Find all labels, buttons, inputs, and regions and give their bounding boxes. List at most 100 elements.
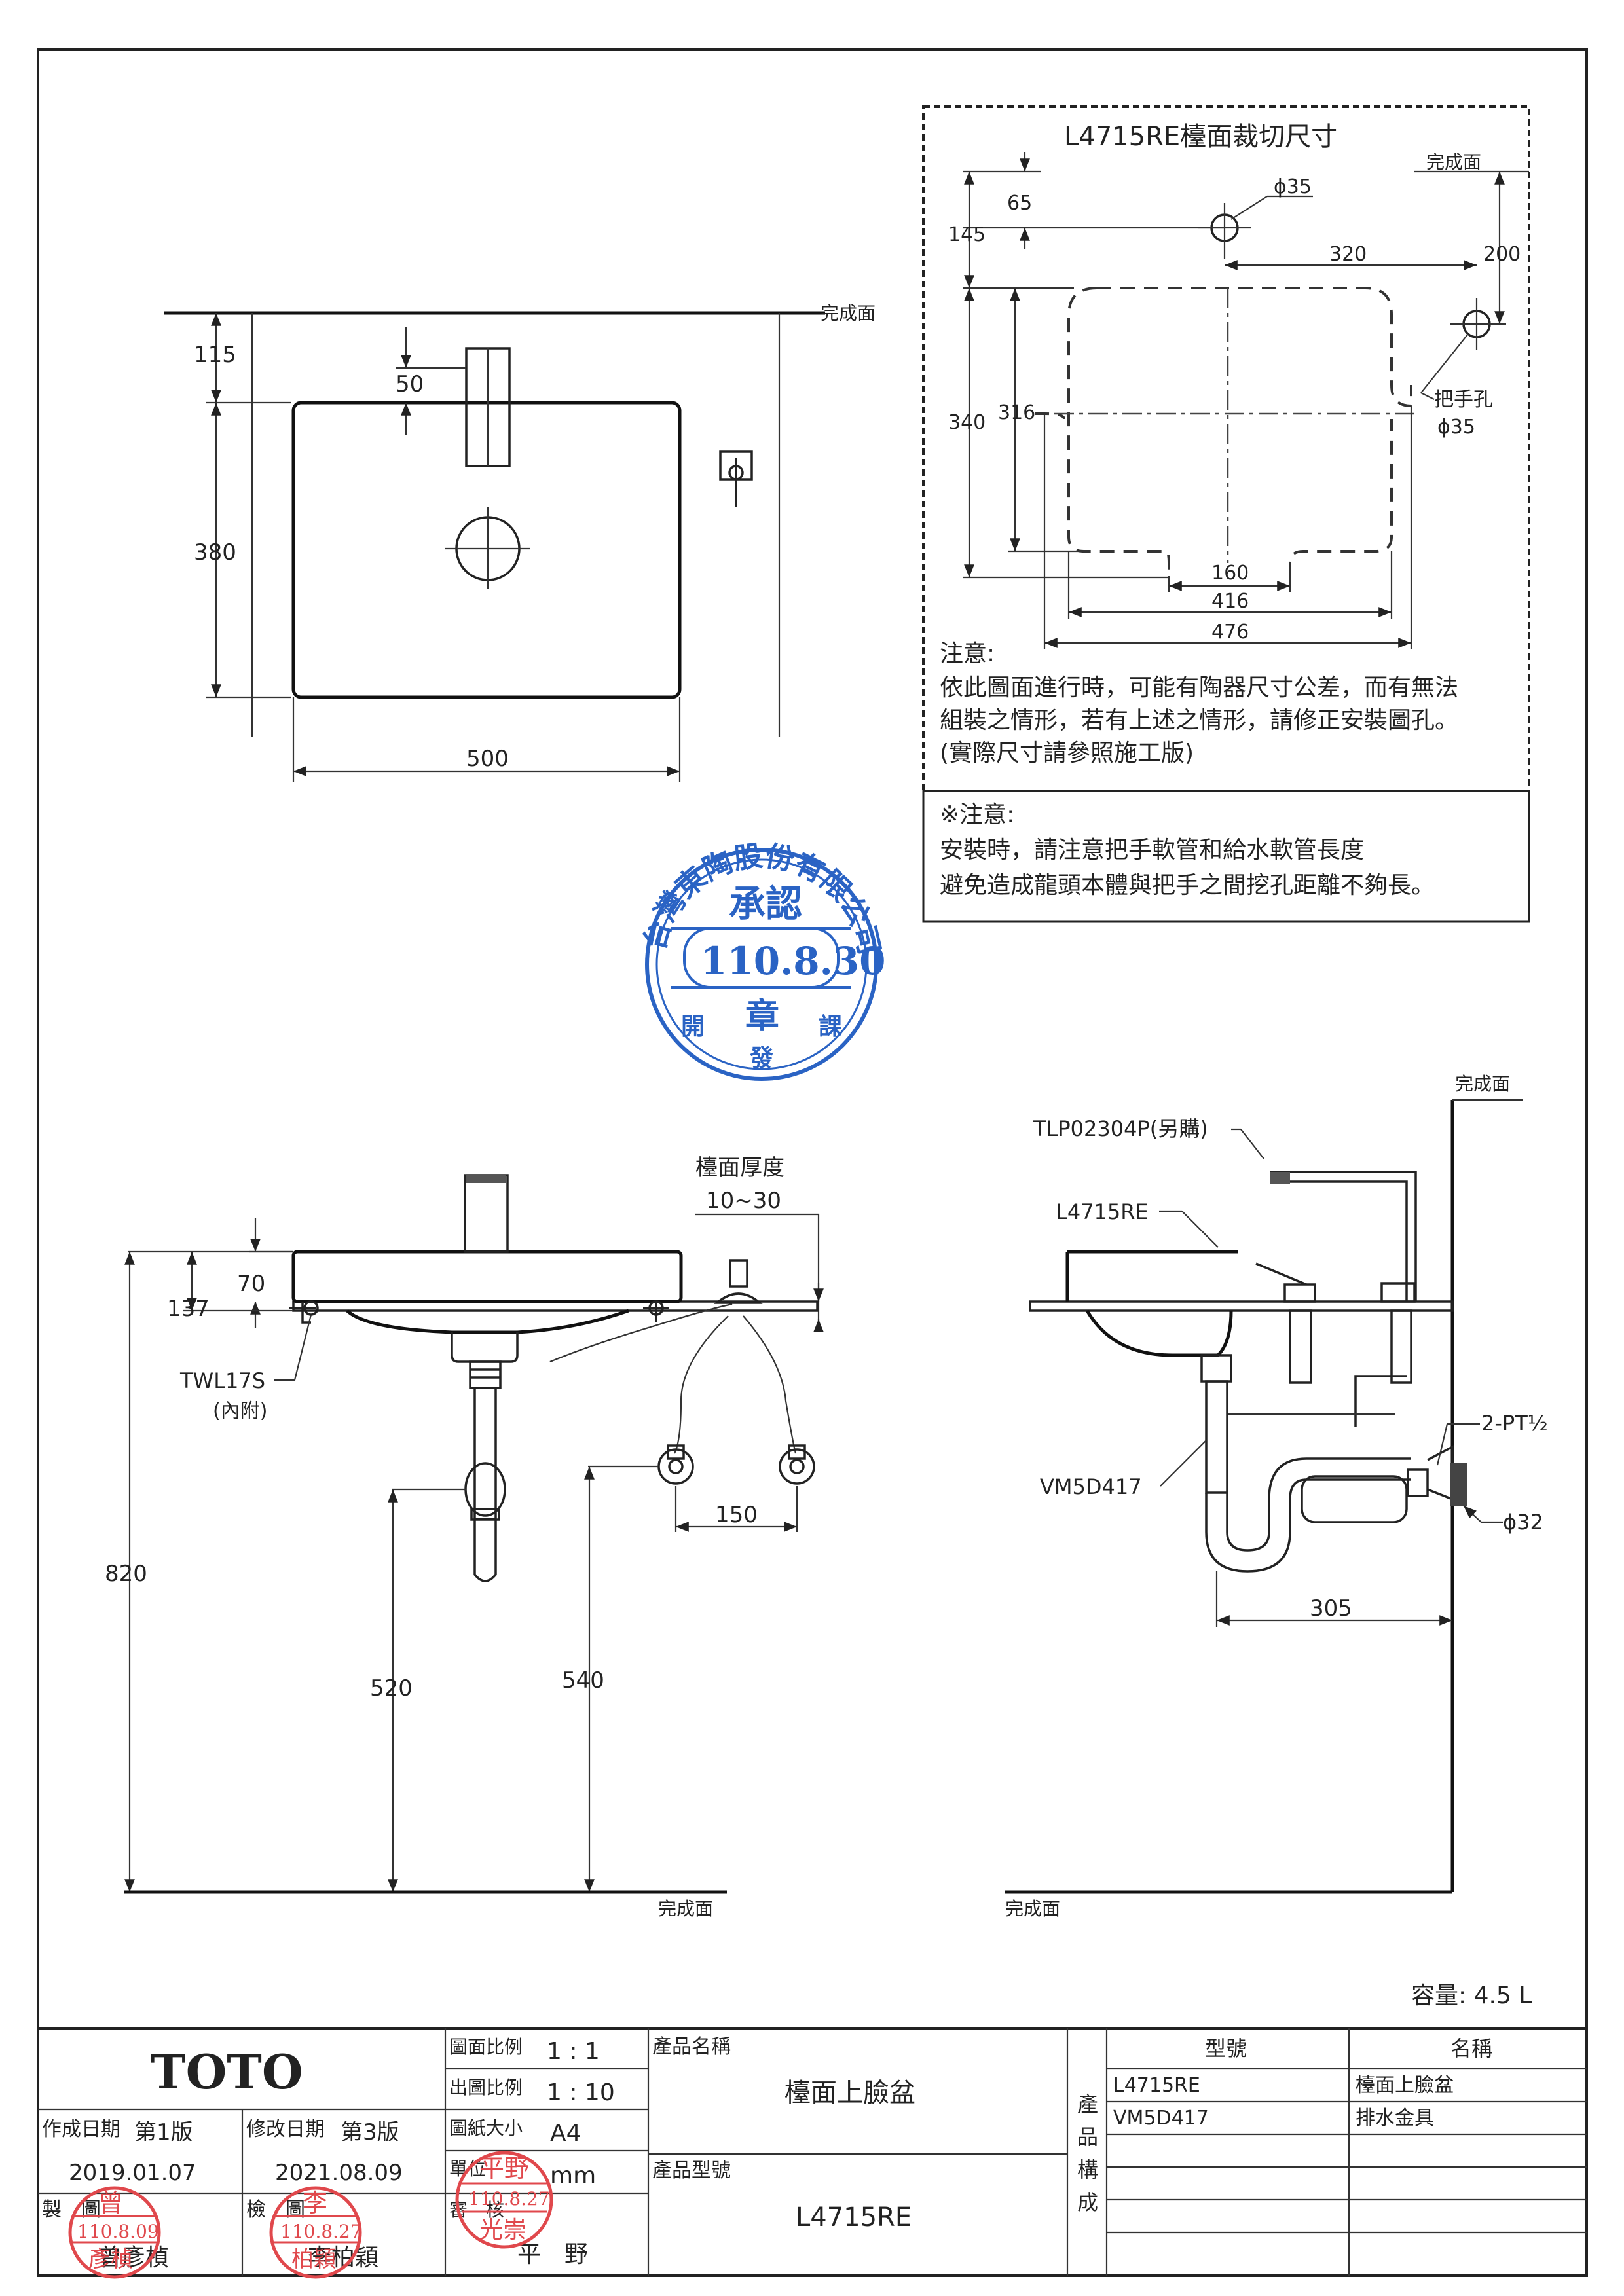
stamp-dept-right: 課 <box>819 1013 842 1040</box>
cutout-panel: L4715RE檯面裁切尺寸 完成面 65 ϕ35 145 320 200 把手孔… <box>922 105 1530 792</box>
cutout-note-line: 組裝之情形，若有上述之情形，請修正安裝圖孔。 <box>940 707 1458 734</box>
counter-thickness-label: 檯面厚度 <box>695 1155 784 1181</box>
cutout-outline <box>1067 287 1412 576</box>
part-tlp02304p: TLP02304P(另購) <box>1033 1116 1208 1141</box>
composition-char: 產 <box>1077 2092 1098 2117</box>
composition-char: 成 <box>1077 2190 1098 2215</box>
revised-date: 2021.08.09 <box>275 2160 403 2186</box>
dim-305: 305 <box>1310 1595 1352 1622</box>
checked-seal: 李 110.8.27 柏穎 <box>269 2186 362 2279</box>
stamp-seal: 章 <box>745 996 779 1036</box>
composition-char: 構 <box>1077 2157 1098 2182</box>
cutout-note-line: 依此圖面進行時，可能有陶器尺寸公差，而有無法 <box>940 674 1458 701</box>
checked-seal-date: 110.8.27 <box>280 2221 362 2242</box>
product-model: L4715RE <box>796 2202 912 2232</box>
stamp-approve: 承認 <box>729 883 802 926</box>
approved-seal-date: 110.8.27 <box>468 2188 550 2210</box>
side-finished-surface-bottom: 完成面 <box>1005 1898 1060 1920</box>
faucet-front <box>464 1174 509 1253</box>
front-view: 檯面厚度 10~30 <box>105 1155 824 1920</box>
table-header-model: 型號 <box>1205 2036 1247 2061</box>
basin-front <box>291 1250 683 1303</box>
part-vm5d417: VM5D417 <box>1040 1474 1142 1499</box>
table-cell: L4715RE <box>1113 2074 1200 2097</box>
dim-340: 340 <box>948 411 986 434</box>
scale-value: 1 : 1 <box>547 2038 600 2065</box>
scale-label: 圖面比例 <box>449 2036 523 2058</box>
dim-540: 540 <box>562 1667 604 1694</box>
top-finished-surface-label: 完成面 <box>821 302 876 324</box>
warning-line: 安裝時，請注意把手軟管和給水軟管長度 <box>940 837 1364 864</box>
revised-label: 修改日期 <box>246 2118 325 2141</box>
basin-outline-top <box>291 401 682 699</box>
created-date: 2019.01.07 <box>69 2160 196 2186</box>
top-view: 完成面 115 50 380 500 <box>164 302 876 782</box>
drawn-seal-date: 110.8.09 <box>77 2221 159 2242</box>
dim-200: 200 <box>1483 243 1521 266</box>
dim-500: 500 <box>466 746 509 772</box>
cutout-title: L4715RE檯面裁切尺寸 <box>1064 122 1337 152</box>
warning-line: 避免造成龍頭本體與把手之間挖孔距離不夠長。 <box>940 872 1435 899</box>
table-cell: VM5D417 <box>1113 2107 1209 2130</box>
toto-logo: TOTO <box>151 2044 303 2100</box>
out-scale-value: 1 : 10 <box>547 2079 615 2106</box>
table-cell: 排水金具 <box>1356 2107 1434 2130</box>
product-model-label: 產品型號 <box>652 2159 731 2182</box>
sheet-border <box>37 48 1588 2277</box>
unit-value: mm <box>550 2162 596 2189</box>
checked-seal-name: 柏穎 <box>291 2246 336 2272</box>
dim-137: 137 <box>167 1296 210 1322</box>
part-twl17s-note: (內附) <box>213 1400 267 1423</box>
cutout-note-title: 注意: <box>940 640 995 667</box>
dim-phi35-faucet: ϕ35 <box>1274 175 1312 198</box>
composition-char: 品 <box>1077 2124 1098 2149</box>
checked-seal-top: 李 <box>303 2189 327 2217</box>
drawn-seal-name: 彥楨 <box>88 2246 133 2272</box>
created-label: 作成日期 <box>42 2118 120 2141</box>
dim-820: 820 <box>105 1561 147 1587</box>
front-finished-surface: 完成面 <box>658 1898 713 1920</box>
part-pt-half: 2-PT½ <box>1481 1411 1548 1436</box>
product-name: 檯面上臉盆 <box>784 2078 915 2108</box>
approved-name: 平 野 <box>517 2241 588 2268</box>
dim-115: 115 <box>194 342 236 368</box>
approval-stamp: 台灣東陶股份有限公司 承認 110.8.30 章 開 發 課 <box>638 839 886 1081</box>
approved-seal: 平野 110.8.27 光崇 <box>455 2151 553 2249</box>
dim-70: 70 <box>237 1271 265 1297</box>
dim-416: 416 <box>1211 590 1249 613</box>
dim-476: 476 <box>1211 621 1249 644</box>
table-cell: 檯面上臉盆 <box>1356 2074 1454 2097</box>
stamp-date: 110.8.30 <box>701 939 886 983</box>
revised-version: 第3版 <box>341 2119 399 2145</box>
paper-value: A4 <box>550 2120 581 2147</box>
dim-150: 150 <box>715 1502 758 1528</box>
drawn-seal-top: 曾 <box>98 2189 123 2217</box>
approved-seal-top: 平野 <box>479 2154 529 2183</box>
title-block: TOTO 作成日期 第1版 2019.01.07 修改日期 第3版 2021.0… <box>37 2027 1588 2277</box>
handle-hole-phi: ϕ35 <box>1437 416 1475 439</box>
p-trap <box>1205 1457 1411 1573</box>
warning-title: ※注意: <box>940 801 1014 828</box>
dim-380: 380 <box>194 539 236 566</box>
faucet-side <box>1270 1171 1417 1302</box>
side-finished-surface-top: 完成面 <box>1455 1073 1510 1095</box>
cutout-note-line: (實際尺寸請參照施工版) <box>940 740 1194 767</box>
product-name-label: 產品名稱 <box>652 2035 731 2058</box>
part-twl17s: TWL17S <box>179 1368 265 1393</box>
paper-label: 圖紙大小 <box>449 2117 523 2139</box>
dim-320: 320 <box>1329 243 1367 266</box>
table-header-name: 名稱 <box>1450 2036 1492 2061</box>
handle-hole-label: 把手孔 <box>1434 388 1493 411</box>
capacity-label: 容量: 4.5 L <box>1411 1982 1532 2009</box>
part-l4715re: L4715RE <box>1056 1199 1149 1224</box>
side-view: 完成面 TLP02304P(另購) L4715RE 2- <box>1005 1073 1548 1920</box>
approved-seal-name: 光崇 <box>479 2217 526 2244</box>
counter-thickness-value: 10~30 <box>706 1188 781 1214</box>
created-version: 第1版 <box>134 2119 193 2145</box>
stamp-dept-left: 開 <box>681 1013 705 1040</box>
cutout-finished-surface: 完成面 <box>1426 151 1481 173</box>
dim-160: 160 <box>1211 562 1249 585</box>
warning-panel: ※注意: 安裝時，請注意把手軟管和給水軟管長度 避免造成龍頭本體與把手之間挖孔距… <box>922 790 1530 923</box>
dim-316: 316 <box>998 401 1035 424</box>
